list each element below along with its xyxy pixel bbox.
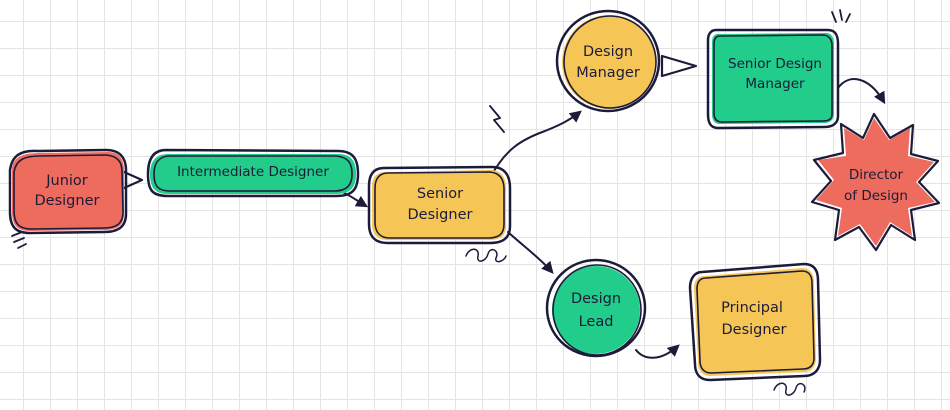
swirl-doodle-center	[465, 248, 507, 263]
node-intermediate-designer-label: Intermediate Designer	[177, 164, 329, 180]
connector-design-lead-to-principal	[635, 344, 680, 359]
connector-junior-to-intermediate	[122, 170, 144, 190]
decorations	[11, 9, 851, 396]
node-junior-designer-line1: Junior	[45, 173, 88, 189]
node-principal-designer-line1: Principal	[721, 300, 783, 316]
node-director-of-design: Director of Design	[810, 112, 941, 252]
node-junior-designer-line2: Designer	[35, 193, 100, 209]
node-senior-designer-line1: Senior	[417, 186, 463, 202]
node-design-manager-line1: Design	[583, 44, 633, 60]
node-design-lead-line2: Lead	[579, 314, 614, 330]
connector-design-manager-to-senior-design-manager	[660, 54, 698, 78]
node-design-lead-line1: Design	[571, 291, 621, 307]
tick-marks-top	[831, 9, 851, 23]
node-principal-designer-line2: Designer	[722, 322, 787, 338]
node-director-of-design-line1: Director	[849, 167, 904, 183]
node-senior-designer-line2: Designer	[408, 207, 473, 223]
connector-senior-to-design-lead	[507, 231, 554, 274]
tick-marks-left	[11, 231, 27, 249]
node-design-manager: Design Manager	[555, 9, 661, 113]
connector-senior-design-manager-to-director	[837, 78, 886, 105]
node-junior-designer: Junior Designer	[8, 148, 128, 235]
node-intermediate-designer: Intermediate Designer	[146, 148, 360, 198]
node-senior-design-manager: Senior Design Manager	[706, 28, 840, 130]
connector-senior-to-design-manager	[489, 110, 582, 179]
swirl-doodle-right	[773, 382, 806, 396]
node-design-lead: Design Lead	[545, 258, 647, 358]
node-senior-design-manager-line2: Manager	[745, 76, 805, 92]
node-senior-design-manager-line1: Senior Design	[728, 56, 822, 72]
node-director-of-design-line2: of Design	[844, 188, 908, 204]
node-design-manager-line2: Manager	[576, 65, 640, 81]
lightning-doodle	[489, 105, 505, 133]
node-senior-designer: Senior Designer	[367, 165, 512, 245]
node-principal-designer: Principal Designer	[688, 262, 822, 382]
